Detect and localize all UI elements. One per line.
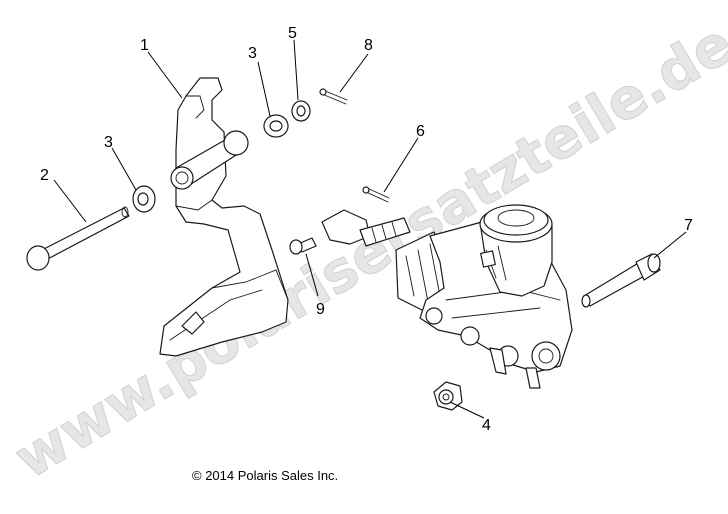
bushing-part-left	[132, 185, 156, 213]
leader-9	[305, 253, 319, 297]
leader-6	[383, 137, 419, 193]
callout-7: 7	[684, 217, 693, 234]
leader-3b	[257, 61, 271, 117]
callout-3-left: 3	[104, 134, 113, 151]
callout-3-upper: 3	[248, 45, 257, 62]
leader-4	[449, 401, 485, 419]
callout-9: 9	[316, 301, 325, 318]
leader-7	[653, 231, 687, 259]
cotter-pin-part-8	[319, 88, 348, 105]
washer-part	[291, 100, 311, 122]
leader-1	[147, 51, 183, 99]
leader-5	[293, 39, 299, 101]
clevis-pin-part	[26, 206, 130, 271]
bolt-part	[581, 253, 661, 308]
leader-8	[339, 53, 369, 93]
watermark-text: www.polarisersatzteile.de	[4, 11, 728, 492]
leader-lines	[53, 39, 687, 419]
callout-6: 6	[416, 123, 425, 140]
callout-5: 5	[288, 25, 297, 42]
master-cylinder-part	[321, 204, 573, 389]
small-clevis-pin-part	[289, 237, 317, 255]
callout-2: 2	[40, 167, 49, 184]
callout-4: 4	[482, 417, 491, 434]
flange-nut-part	[433, 381, 463, 411]
copyright-text: © 2014 Polaris Sales Inc.	[192, 468, 338, 483]
bushing-part-upper	[263, 114, 289, 138]
leader-2	[53, 179, 87, 223]
callout-8: 8	[364, 37, 373, 54]
leader-3a	[111, 147, 137, 191]
cotter-pin-part-6	[362, 186, 390, 203]
brake-pedal-part	[159, 77, 289, 357]
callout-1: 1	[140, 37, 149, 54]
